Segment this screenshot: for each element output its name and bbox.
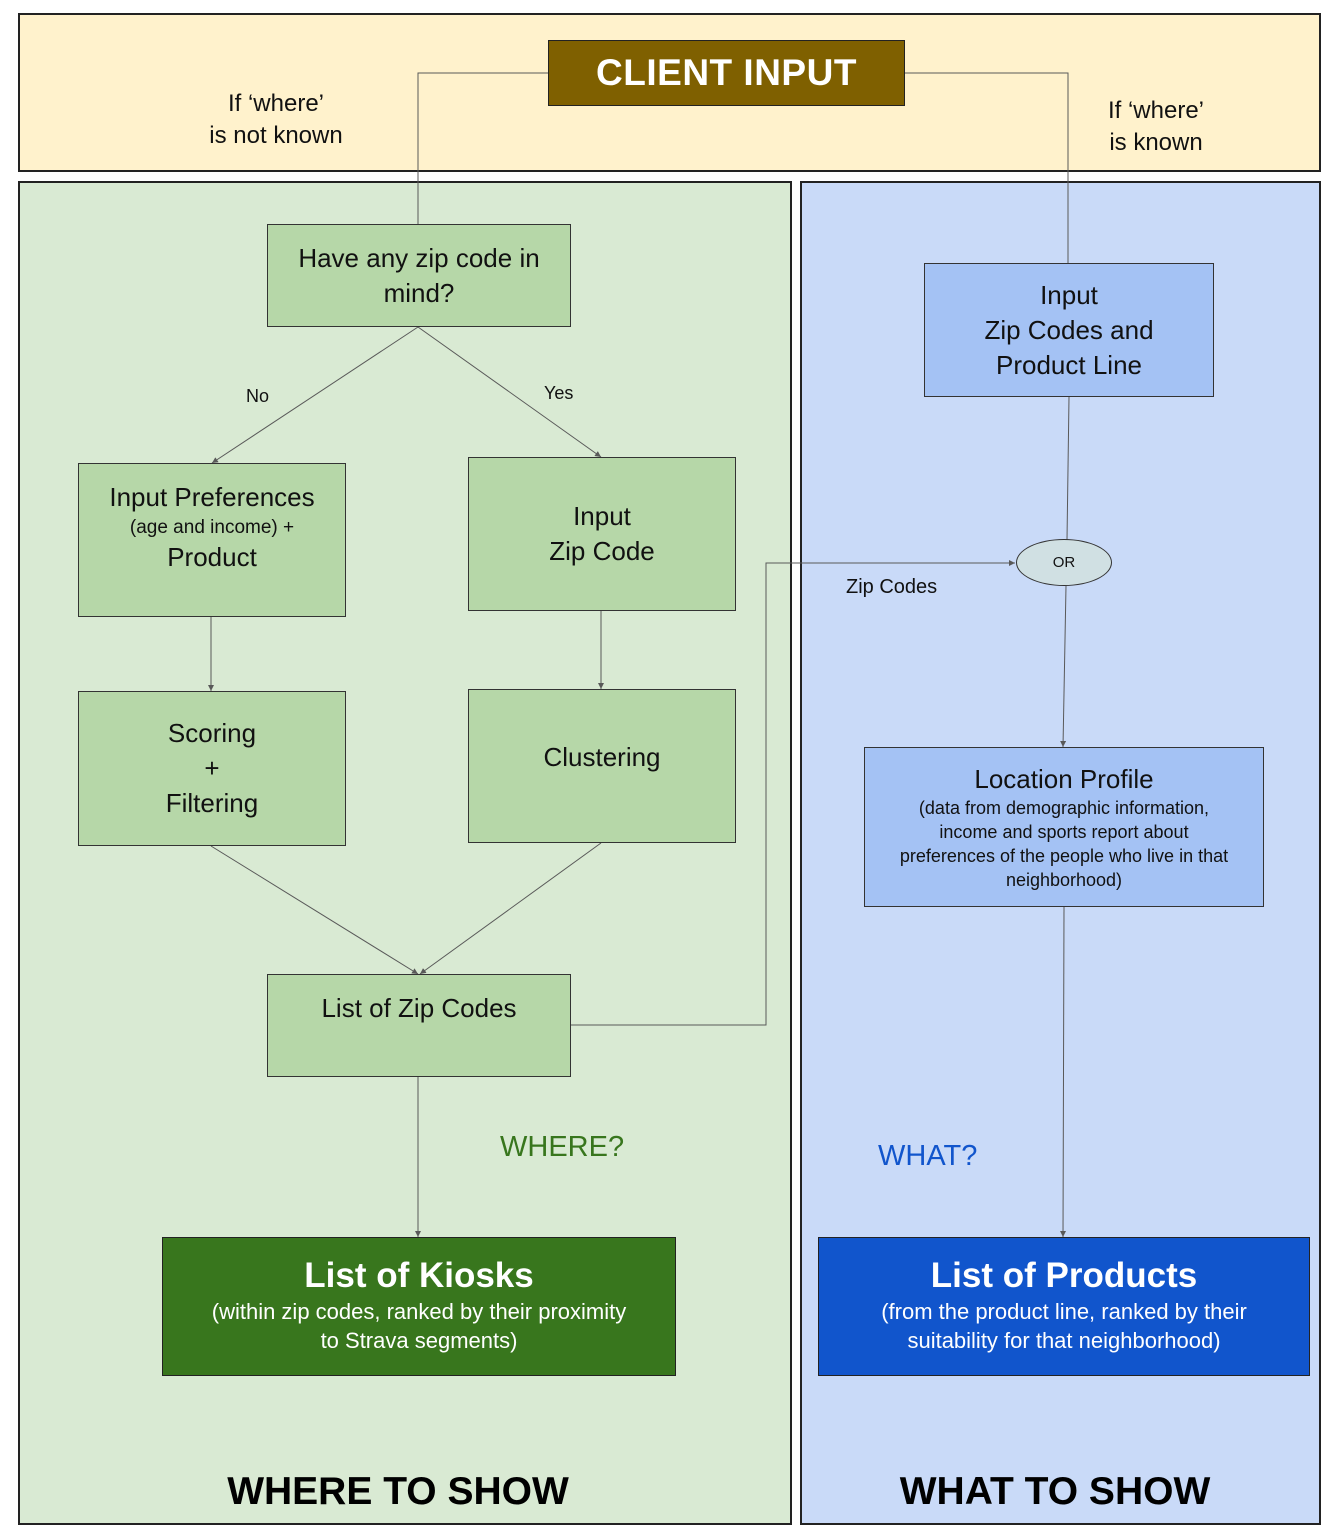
where-known-note: If ‘where’ is known — [1107, 97, 1205, 156]
where-label: WHERE? — [500, 1131, 625, 1163]
input-zip-code-box: Input Zip Code — [468, 457, 736, 611]
list-of-zip-codes-box: List of Zip Codes — [267, 974, 571, 1077]
connector-scoring-to-list — [210, 845, 419, 975]
zip-question-box: Have any zip code in mind? — [267, 224, 571, 327]
input-preferences-box: Input Preferences (age and income) + Pro… — [78, 463, 346, 617]
connector-client-to-input-zips — [904, 72, 1069, 264]
connector-profile-to-products — [1060, 906, 1067, 1238]
connector-or-to-profile — [1060, 585, 1067, 748]
connector-yes-branch — [417, 326, 602, 458]
or-node: OR — [1016, 539, 1112, 586]
what-to-show-title: WHAT TO SHOW — [899, 1470, 1211, 1513]
list-of-kiosks-box: List of Kiosks (within zip codes, ranked… — [162, 1237, 676, 1376]
what-label: WHAT? — [878, 1140, 978, 1172]
connector-input-zips-to-or — [1066, 396, 1070, 541]
location-profile-box: Location Profile (data from demographic … — [864, 747, 1264, 907]
branch-yes-label: Yes — [544, 383, 574, 403]
connector-list-to-or — [571, 560, 1015, 1026]
branch-no-label: No — [246, 386, 270, 406]
client-input-box: CLIENT INPUT — [548, 40, 905, 106]
clustering-box: Clustering — [468, 689, 736, 843]
client-input-label: CLIENT INPUT — [596, 52, 857, 93]
connector-client-to-question — [417, 72, 549, 225]
list-of-products-box: List of Products (from the product line,… — [818, 1237, 1310, 1376]
connector-clustering-to-list — [419, 842, 602, 975]
where-unknown-note: If ‘where’ is not known — [209, 90, 343, 149]
scoring-filtering-box: Scoring + Filtering — [78, 691, 346, 846]
zip-codes-connector-label: Zip Codes — [846, 576, 938, 598]
input-zip-codes-product-line-box: Input Zip Codes and Product Line — [924, 263, 1214, 397]
where-to-show-title: WHERE TO SHOW — [227, 1470, 569, 1513]
connector-no-branch — [211, 326, 419, 464]
